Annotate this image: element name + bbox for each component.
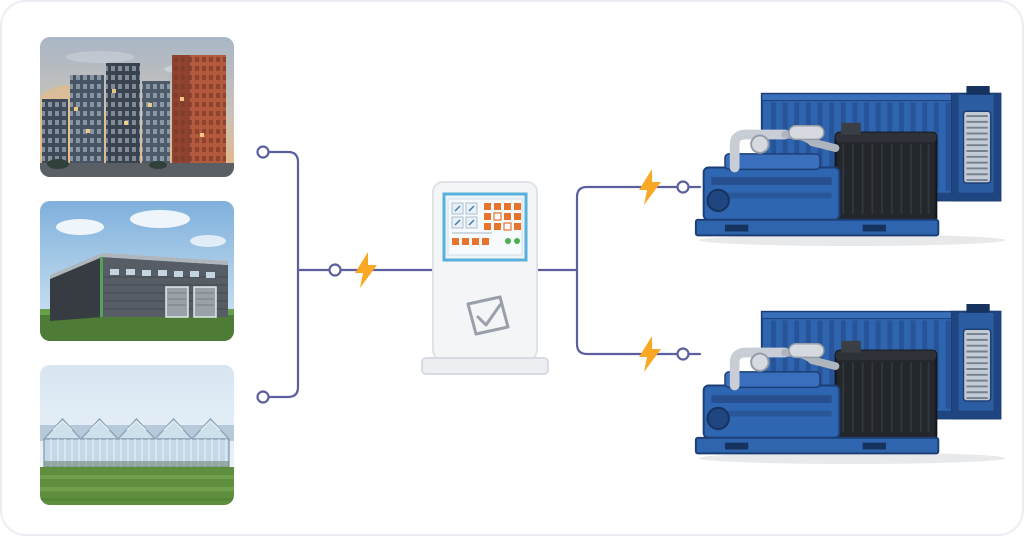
connection-node-dot <box>328 263 342 277</box>
industrial-building-photo <box>40 201 234 341</box>
residential-buildings-illustration <box>40 37 234 177</box>
connection-node-dot <box>676 180 690 194</box>
connection-line <box>262 150 300 399</box>
connection-line <box>575 268 702 356</box>
residential-buildings-photo <box>40 37 234 177</box>
connection-line <box>575 185 702 272</box>
diesel-generator-illustration <box>692 84 1012 249</box>
control-screen <box>442 192 528 262</box>
connection-node-dot <box>256 145 270 159</box>
industrial-building-illustration <box>40 201 234 341</box>
diesel-generator-illustration <box>692 302 1012 467</box>
diesel-generator-1 <box>692 84 1012 249</box>
lightning-bolt-icon <box>639 336 661 372</box>
ats-control-cabinet <box>420 178 550 378</box>
connection-node-dot <box>256 390 270 404</box>
lightning-bolt-icon <box>639 169 661 205</box>
greenhouses-illustration <box>40 365 234 505</box>
connection-node-dot <box>676 347 690 361</box>
greenhouses-photo <box>40 365 234 505</box>
control-cabinet-illustration <box>421 181 549 375</box>
brand-logo <box>466 295 510 336</box>
lightning-bolt-icon <box>355 252 377 288</box>
diesel-generator-2 <box>692 302 1012 467</box>
